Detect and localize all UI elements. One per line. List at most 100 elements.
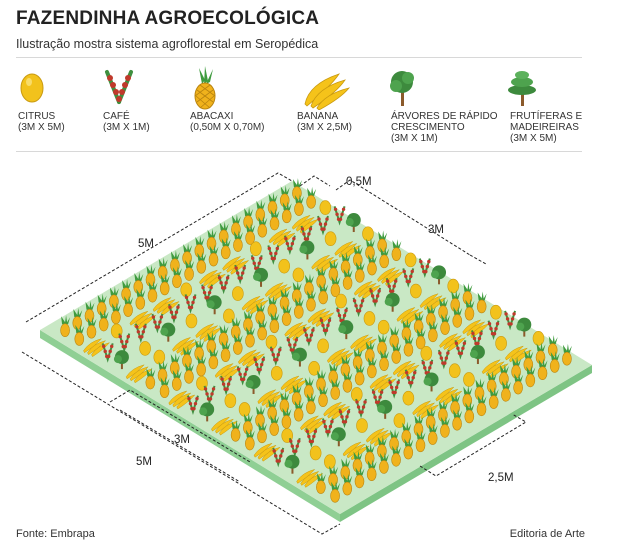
pineapple-plant [352, 244, 363, 267]
pineapple-plant [462, 282, 473, 305]
pineapple-plant [304, 376, 314, 399]
coffee-plant [134, 323, 147, 344]
banana-plant [462, 319, 490, 339]
tree-plant [199, 402, 215, 422]
pineapple-plant [245, 325, 255, 348]
pineapple-plant [415, 430, 426, 453]
pineapple-plant [306, 289, 316, 312]
pineapple-plant [330, 480, 341, 503]
banana-plant [419, 293, 447, 313]
pineapple-plant [316, 266, 327, 289]
pineapple-plant [279, 288, 290, 310]
tree-plant [253, 267, 269, 287]
pineapple-plant [269, 311, 280, 334]
fast-tree-icon [390, 71, 414, 106]
banana-plant [353, 280, 381, 300]
pineapple-plant [476, 394, 487, 417]
pineapple-plant [293, 399, 304, 422]
legend-name-banana: BANANA [297, 111, 339, 122]
pineapple-icon [194, 66, 216, 110]
pineapple-plant [257, 421, 268, 444]
coffee-plant [319, 317, 332, 337]
citrus-plant [495, 336, 507, 351]
pineapple-plant [391, 239, 402, 261]
pineapple-plant [340, 354, 351, 377]
pineapple-plant [501, 379, 511, 402]
tree-plant [345, 213, 361, 233]
pineapple-plant [220, 237, 231, 260]
pineapple-plant [292, 178, 302, 200]
pineapple-plant [428, 320, 438, 343]
pineapple-plant [255, 199, 266, 222]
coffee-plant [151, 313, 164, 334]
pineapple-plant [293, 296, 304, 319]
pineapple-plant [269, 414, 280, 436]
pineapple-plant [425, 407, 436, 429]
tree-plant [423, 372, 439, 392]
pineapple-plant [330, 378, 341, 400]
dimension-bottom-left: 5M [136, 456, 152, 468]
art-credit: Editoria de Arte [509, 528, 585, 540]
pineapple-plant [255, 302, 266, 325]
citrus-plant [362, 226, 374, 242]
tree-plant [291, 347, 307, 367]
pineapple-plant [389, 428, 400, 451]
pineapple-plant [196, 354, 207, 377]
banana-plant [334, 241, 362, 260]
pineapple-plant [340, 252, 351, 274]
citrus-plant [249, 241, 262, 257]
coffee-plant [201, 284, 214, 304]
coffee-plant [184, 294, 197, 314]
pineapple-plant [379, 451, 389, 474]
pineapple-plant [135, 287, 146, 310]
pineapple-plant [440, 415, 450, 438]
pineapple-plant [98, 309, 109, 332]
pineapple-plant [281, 304, 292, 326]
banana-plant [300, 415, 328, 435]
coffee-plant [288, 437, 301, 458]
pineapple-plant [354, 260, 365, 283]
tree-plant [206, 295, 222, 315]
banana-plant [327, 348, 355, 367]
pineapple-plant [401, 421, 412, 444]
tree-plant [284, 454, 300, 474]
citrus-plant [410, 283, 422, 299]
citrus-icon [20, 73, 44, 103]
pineapple-plant [230, 419, 241, 442]
coffee-plant [402, 268, 415, 288]
pineapple-plant [72, 308, 83, 330]
coffee-plant [253, 356, 266, 376]
legend-name-fast-tree-line2: CRESCIMENTO [391, 122, 465, 133]
pineapple-plant [133, 271, 144, 294]
citrus-plant [317, 338, 329, 354]
pineapple-plant [267, 192, 278, 215]
coffee-plant [317, 215, 329, 236]
pineapple-plant [111, 302, 121, 325]
tree-plant [516, 317, 532, 337]
citrus-plant [404, 252, 417, 268]
coffee-plant [333, 206, 346, 226]
coffee-plant [217, 274, 230, 295]
tree-plant [384, 292, 400, 312]
citrus-plant [319, 200, 332, 215]
coffee-plant [272, 447, 285, 468]
banana-plant [412, 400, 440, 420]
fruit-tree-icon [508, 71, 536, 106]
pineapple-plant [549, 350, 560, 373]
coffee-plant [269, 346, 282, 367]
pineapple-plant [352, 450, 363, 473]
banana-plant [214, 363, 242, 382]
pineapple-plant [342, 473, 353, 496]
pineapple-plant [366, 459, 377, 481]
coffee-plant [267, 245, 280, 265]
coffee-plant [355, 398, 367, 419]
tree-plant [377, 399, 393, 419]
pineapple-plant [218, 221, 229, 244]
tree-plant [299, 240, 315, 260]
coffee-plant [101, 343, 114, 363]
citrus-plant [393, 413, 406, 428]
pineapple-plant [232, 332, 243, 355]
tree-plant [113, 350, 129, 370]
pineapple-plant [159, 376, 170, 399]
pineapple-plant [523, 349, 534, 372]
